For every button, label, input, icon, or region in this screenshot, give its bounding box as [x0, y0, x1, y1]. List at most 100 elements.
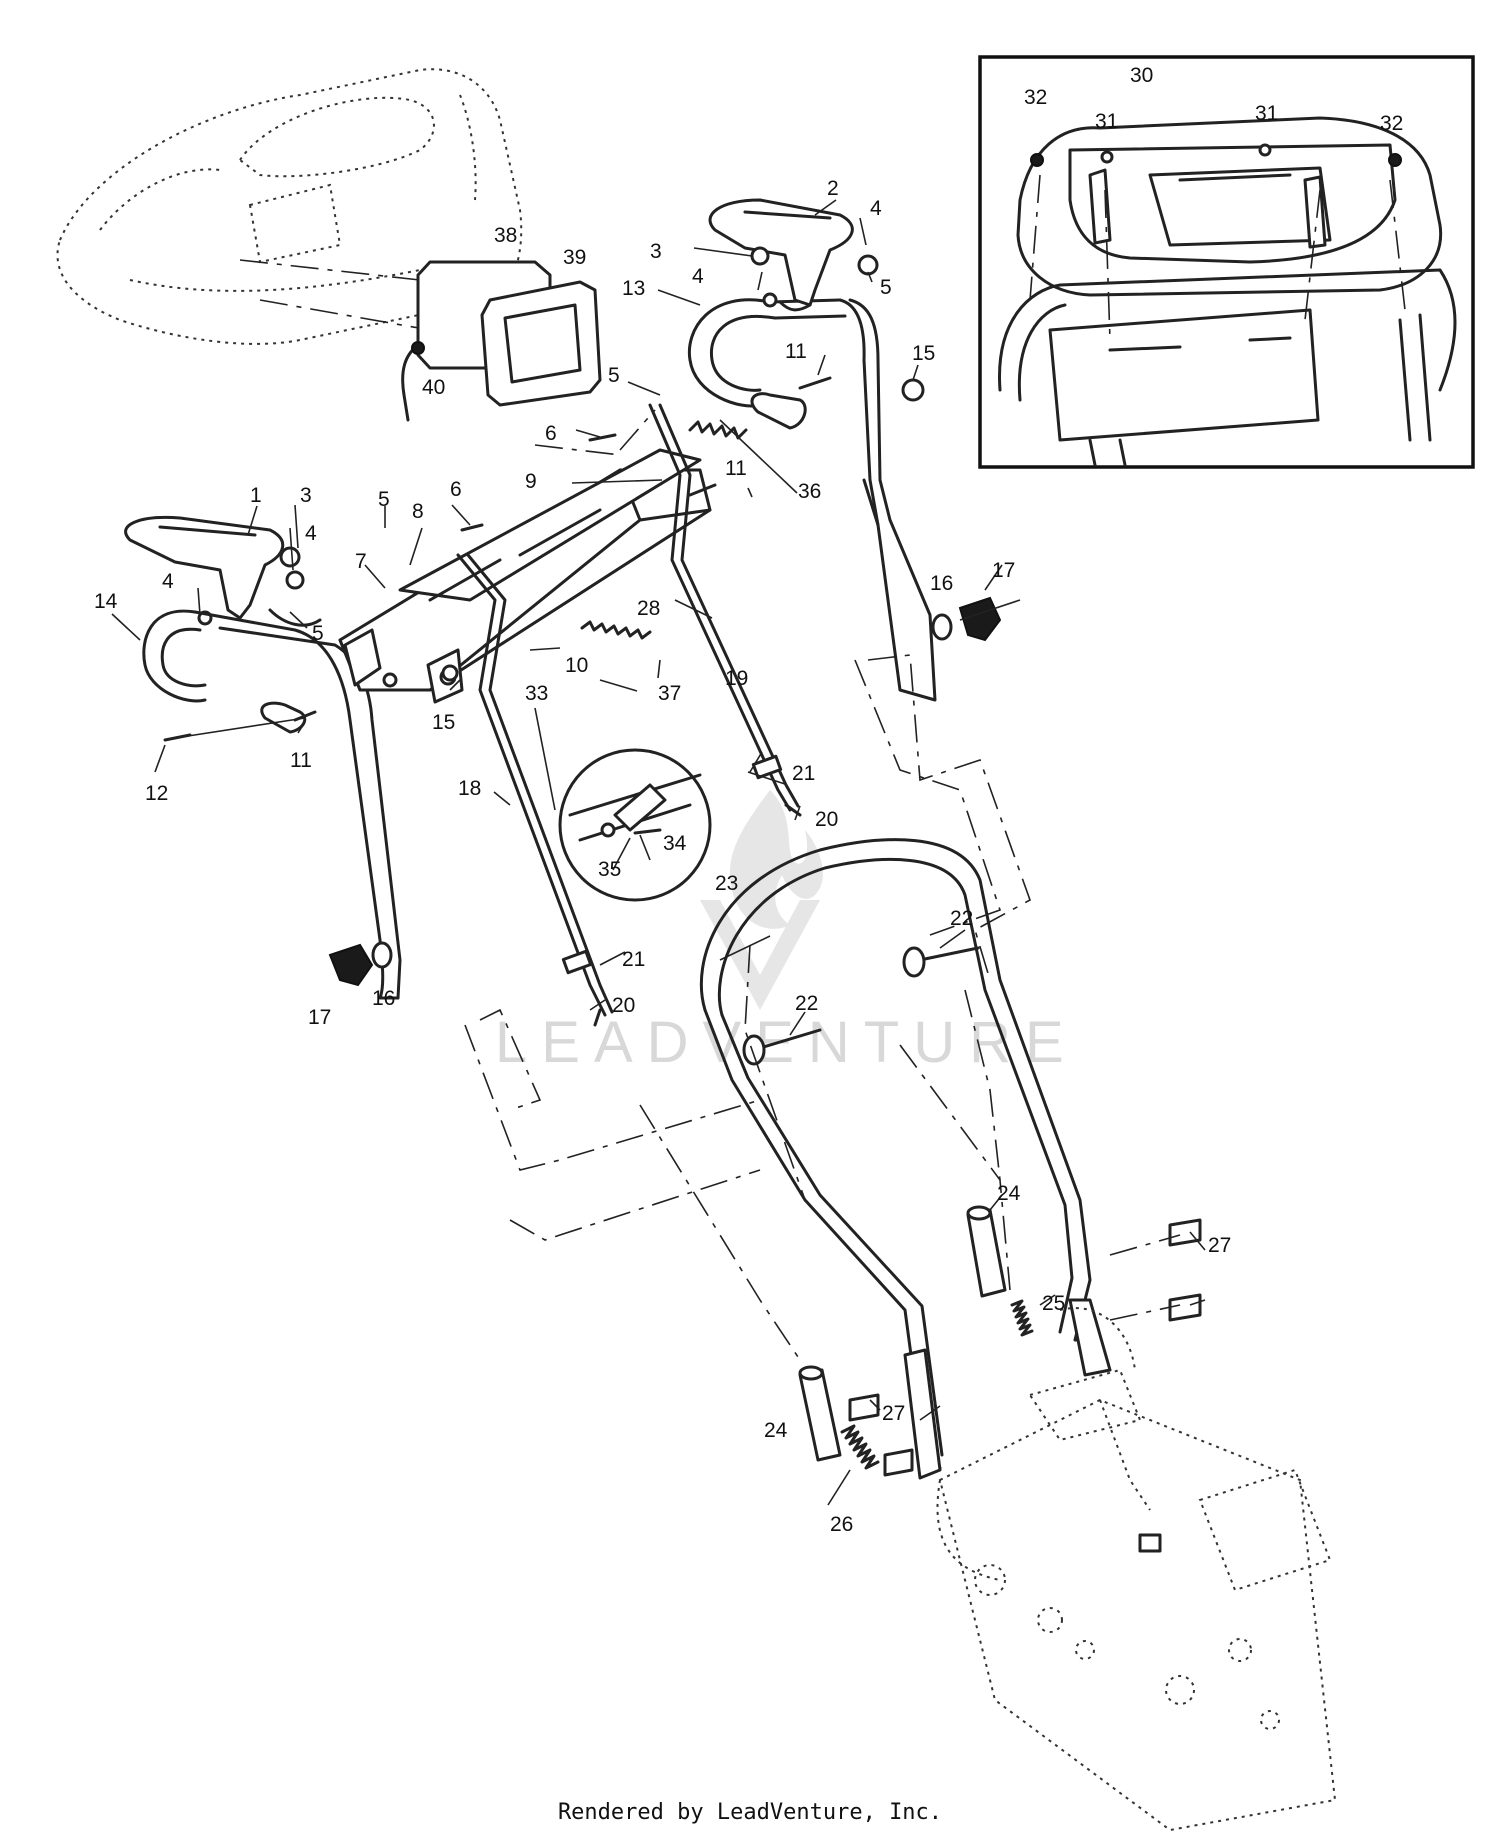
- frame-ghost: [936, 1307, 1337, 1832]
- callout-15a: 15: [912, 342, 935, 365]
- callout-7: 7: [355, 550, 367, 573]
- bolt-6a: [588, 433, 617, 442]
- knob-17a: [958, 596, 1002, 642]
- callout-28: 28: [637, 597, 660, 620]
- callout-21b: 21: [622, 948, 645, 971]
- callout-27a: 27: [1208, 1234, 1231, 1257]
- callout-18: 18: [458, 777, 481, 800]
- bolt-22a: [918, 946, 980, 962]
- callout-5a: 5: [880, 276, 892, 299]
- bolt-27d: [883, 1448, 914, 1477]
- callout-2: 2: [827, 177, 839, 200]
- callout-32a: 32: [1024, 86, 1047, 109]
- watermark-v-logo: [700, 900, 820, 1010]
- callout-11c: 11: [290, 749, 312, 772]
- callout-8: 8: [412, 500, 424, 523]
- pin-24a: [966, 1208, 1007, 1298]
- callout-20b: 20: [612, 994, 635, 1017]
- callout-23: 23: [715, 872, 738, 895]
- callout-5c: 5: [378, 488, 390, 511]
- nut-15a: [901, 378, 925, 402]
- callout-31a: 31: [1095, 110, 1118, 133]
- bolt-6b: [460, 523, 484, 532]
- headlight-wire-40: [401, 343, 420, 422]
- footer-caption: Rendered by LeadVenture, Inc.: [557, 1800, 943, 1825]
- callout-32b: 32: [1380, 112, 1403, 135]
- watermark-text: LEADVENTURE: [495, 1010, 1078, 1075]
- callout-15b: 15: [432, 711, 455, 734]
- panel-cover-2: [708, 198, 879, 312]
- handle-lower-23: [699, 838, 1112, 1480]
- pin-24b: [798, 1368, 842, 1462]
- callout-20a: 20: [815, 808, 838, 831]
- bolt-11a: [798, 376, 832, 390]
- callout-17b: 17: [308, 1006, 331, 1029]
- callout-5b: 5: [608, 364, 620, 387]
- callout-3b: 3: [300, 484, 312, 507]
- callout-36: 36: [798, 480, 821, 503]
- springs: [580, 420, 1034, 1470]
- callout-11b: 11: [725, 457, 747, 480]
- bolt-27a: [1168, 1218, 1202, 1247]
- callout-6b: 6: [450, 478, 462, 501]
- callout-21a: 21: [792, 762, 815, 785]
- callout-labels: 30 32 31 31 32 2 4 3 4 5 13 38 39 40 11 …: [94, 64, 1403, 1536]
- watermark-flame-logo: [729, 790, 823, 929]
- callout-4b: 4: [692, 265, 704, 288]
- inset-box: [978, 55, 1475, 469]
- shift-rods-18-19: [456, 403, 802, 1027]
- callout-37: 37: [658, 682, 681, 705]
- spring-25: [1010, 1299, 1034, 1337]
- callout-38: 38: [494, 224, 517, 247]
- callout-16a: 16: [930, 572, 953, 595]
- spring-36: [688, 420, 748, 440]
- headlight-lens-39: [480, 280, 602, 407]
- callout-40: 40: [422, 376, 445, 399]
- spring-26: [840, 1424, 880, 1470]
- callout-22b: 22: [795, 992, 818, 1015]
- washer-16b: [371, 941, 393, 969]
- bolt-27b: [1168, 1293, 1202, 1322]
- bolt-11c: [293, 710, 317, 722]
- nut-15b: [441, 664, 459, 682]
- callout-33: 33: [525, 682, 548, 705]
- callout-14: 14: [94, 590, 118, 613]
- callout-6a: 6: [545, 422, 557, 445]
- detail-circle: [558, 748, 712, 902]
- callout-17a: 17: [992, 559, 1015, 582]
- callout-39: 39: [563, 246, 586, 269]
- callout-24b: 24: [764, 1419, 788, 1442]
- callout-30: 30: [1130, 64, 1153, 87]
- callout-27b: 27: [882, 1402, 905, 1425]
- callout-11a: 11: [785, 340, 807, 363]
- callout-9: 9: [525, 470, 537, 493]
- callout-25: 25: [1042, 1292, 1065, 1315]
- panel-cover-1: [124, 515, 322, 627]
- callout-12: 12: [145, 782, 168, 805]
- callout-1: 1: [250, 484, 262, 507]
- callout-24a: 24: [997, 1182, 1021, 1205]
- bolt-27c: [848, 1393, 880, 1422]
- callout-4d: 4: [162, 570, 174, 593]
- engine-housing-ghost: [56, 68, 523, 345]
- bolt-22b: [758, 1028, 822, 1050]
- callout-13: 13: [622, 277, 645, 300]
- shift-rod-19: [648, 403, 792, 812]
- bolt-11b: [688, 483, 717, 497]
- callout-19: 19: [725, 667, 748, 690]
- handle-upper-right-13: [687, 298, 937, 702]
- callout-26: 26: [830, 1513, 853, 1536]
- shift-rod-18: [456, 553, 607, 1017]
- fasteners: [163, 376, 1202, 1477]
- washer-16a: [931, 613, 953, 641]
- callout-35: 35: [598, 858, 621, 881]
- headlight-assembly: [239, 259, 602, 422]
- spring-37: [580, 620, 652, 640]
- callout-16b: 16: [372, 987, 395, 1010]
- callout-34: 34: [663, 832, 687, 855]
- callout-10: 10: [565, 654, 588, 677]
- callout-5d: 5: [312, 622, 324, 645]
- guide-paths: [464, 409, 1181, 1361]
- callout-22a: 22: [950, 907, 973, 930]
